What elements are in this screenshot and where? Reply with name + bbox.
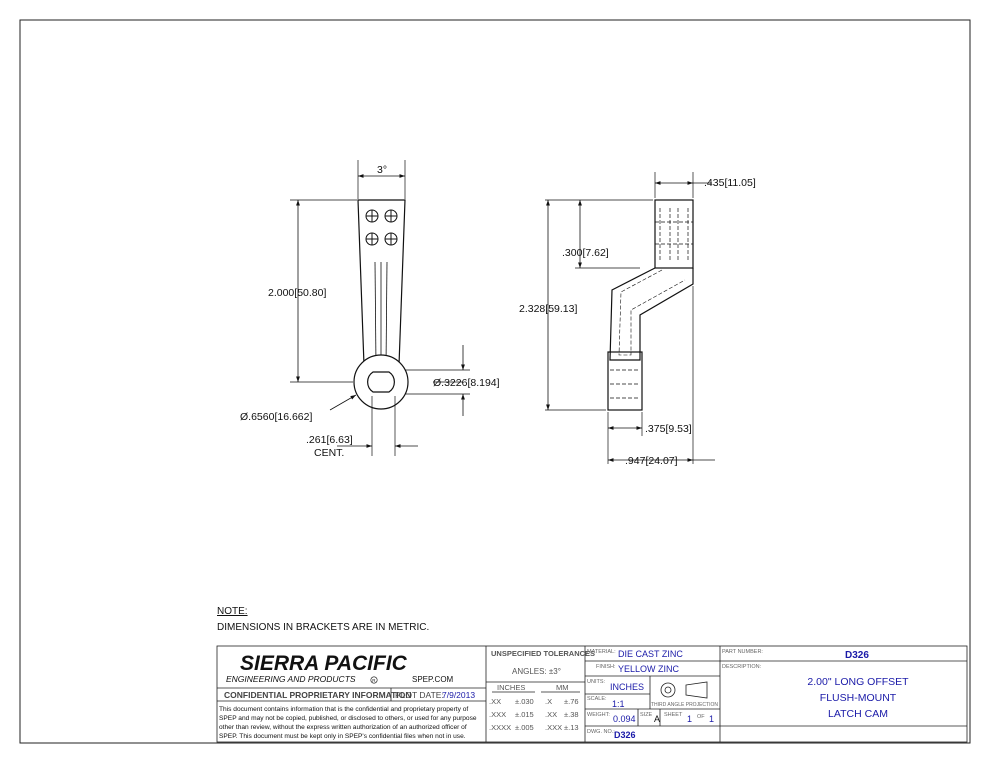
tol-row-1-mm-format: .X: [545, 697, 552, 706]
sheet-total-value: 1: [709, 714, 714, 724]
units-value: INCHES: [610, 682, 644, 692]
sheet-border: [19, 19, 971, 744]
plot-date-label: PLOT DATE:: [395, 690, 444, 700]
side-offset-body: [609, 267, 694, 361]
material-value: DIE CAST ZINC: [618, 649, 683, 659]
angle-dim-label: 3°: [377, 164, 387, 176]
dwg-no-label: DWG. NO.:: [587, 729, 615, 735]
scale-value: 1:1: [612, 699, 625, 709]
disclaimer-line-3: other than review, without the express w…: [219, 724, 467, 731]
material-label: MATERIAL:: [587, 649, 616, 655]
tol-row-3-mm-format: .XXX: [545, 723, 562, 732]
size-value: A: [654, 714, 660, 724]
tol-row-1-in-tol: ±.030: [515, 697, 534, 706]
scale-label: SCALE:: [587, 696, 607, 702]
registered-mark-letter: R: [372, 678, 376, 683]
dwg-no-value: D326: [614, 730, 636, 740]
disclaimer-line-4: SPEP. This document must be kept only in…: [219, 733, 466, 740]
front-arm-outline: [357, 199, 406, 366]
sheet-label: SHEET: [664, 712, 683, 718]
outer-dim-label: Ø.6560[16.662]: [240, 411, 313, 423]
side-bottom-block: [607, 351, 643, 411]
flat-dim-label: .261[6.63]: [306, 434, 353, 446]
tol-row-2-in-tol: ±.015: [515, 710, 534, 719]
company-name: SIERRA PACIFIC: [240, 652, 408, 675]
weight-value: 0.094: [613, 714, 636, 724]
inches-label: INCHES: [497, 683, 525, 692]
hub-bore: [367, 371, 395, 393]
description-line-3: LATCH CAM: [828, 708, 888, 720]
weight-label: WEIGHT:: [587, 712, 610, 718]
disclaimer-line-2: SPEP and may not be copied, published, o…: [219, 715, 477, 722]
projection-label: THIRD ANGLE PROJECTION: [651, 702, 718, 708]
top-width-dim-label: .435[11.05]: [704, 177, 756, 189]
bore-dim-label: Ø.3226[8.194]: [433, 377, 500, 389]
note-heading: NOTE:: [217, 606, 248, 617]
tol-row-3-mm-tol: ±.13: [564, 723, 579, 732]
base-width-dim-label: .375[9.53]: [645, 423, 692, 435]
front-view: [290, 160, 470, 456]
mm-label: MM: [556, 683, 569, 692]
finish-value: YELLOW ZINC: [618, 664, 680, 674]
title-block: [216, 645, 968, 743]
length-dim-label: 2.000[50.80]: [268, 287, 326, 299]
tol-row-2-mm-format: .XX: [545, 710, 557, 719]
tol-row-2-mm-tol: ±.38: [564, 710, 579, 719]
note-text: DIMENSIONS IN BRACKETS ARE IN METRIC.: [217, 622, 429, 633]
plot-date-value: 7/9/2013: [442, 690, 475, 700]
description-line-2: FLUSH-MOUNT: [820, 692, 897, 704]
disclaimer-line-1: This document contains information that …: [219, 706, 468, 713]
tol-row-3-in-tol: ±.005: [515, 723, 534, 732]
angles-tolerance: ANGLES: ±3°: [512, 667, 561, 676]
side-view: [545, 172, 715, 464]
description-line-1: 2.00" LONG OFFSET: [807, 676, 909, 688]
tolerances-title: UNSPECIFIED TOLERANCES: [491, 649, 595, 658]
description-label: DESCRIPTION:: [722, 664, 762, 670]
of-label: OF: [697, 714, 705, 720]
hub-outer-circle: [353, 354, 409, 410]
offset-dim-label: .300[7.62]: [562, 247, 609, 259]
sheet-value: 1: [687, 714, 692, 724]
flat-dim-note: CENT.: [314, 447, 344, 459]
registered-mark: [370, 676, 378, 684]
company-website: SPEP.COM: [412, 675, 454, 684]
company-sub: ENGINEERING AND PRODUCTS: [226, 674, 356, 684]
tol-row-1-mm-tol: ±.76: [564, 697, 579, 706]
finish-label: FINISH:: [596, 664, 616, 670]
screw-holes: [365, 209, 398, 246]
side-top-block: [654, 199, 694, 269]
part-number-label: PART NUMBER:: [722, 649, 763, 655]
size-label: SIZE: [640, 712, 653, 718]
tol-row-2-in-format: .XXX: [489, 710, 506, 719]
units-label: UNITS:: [587, 679, 606, 685]
height-dim-label: 2.328[59.13]: [519, 303, 577, 315]
tol-row-3-in-format: .XXXX: [489, 723, 511, 732]
confidential-label: CONFIDENTIAL PROPRIETARY INFORMATION: [224, 690, 411, 700]
tol-row-1-in-format: .XX: [489, 697, 501, 706]
part-number-value: D326: [845, 650, 869, 661]
overall-width-dim-label: .947[24.07]: [625, 455, 678, 467]
